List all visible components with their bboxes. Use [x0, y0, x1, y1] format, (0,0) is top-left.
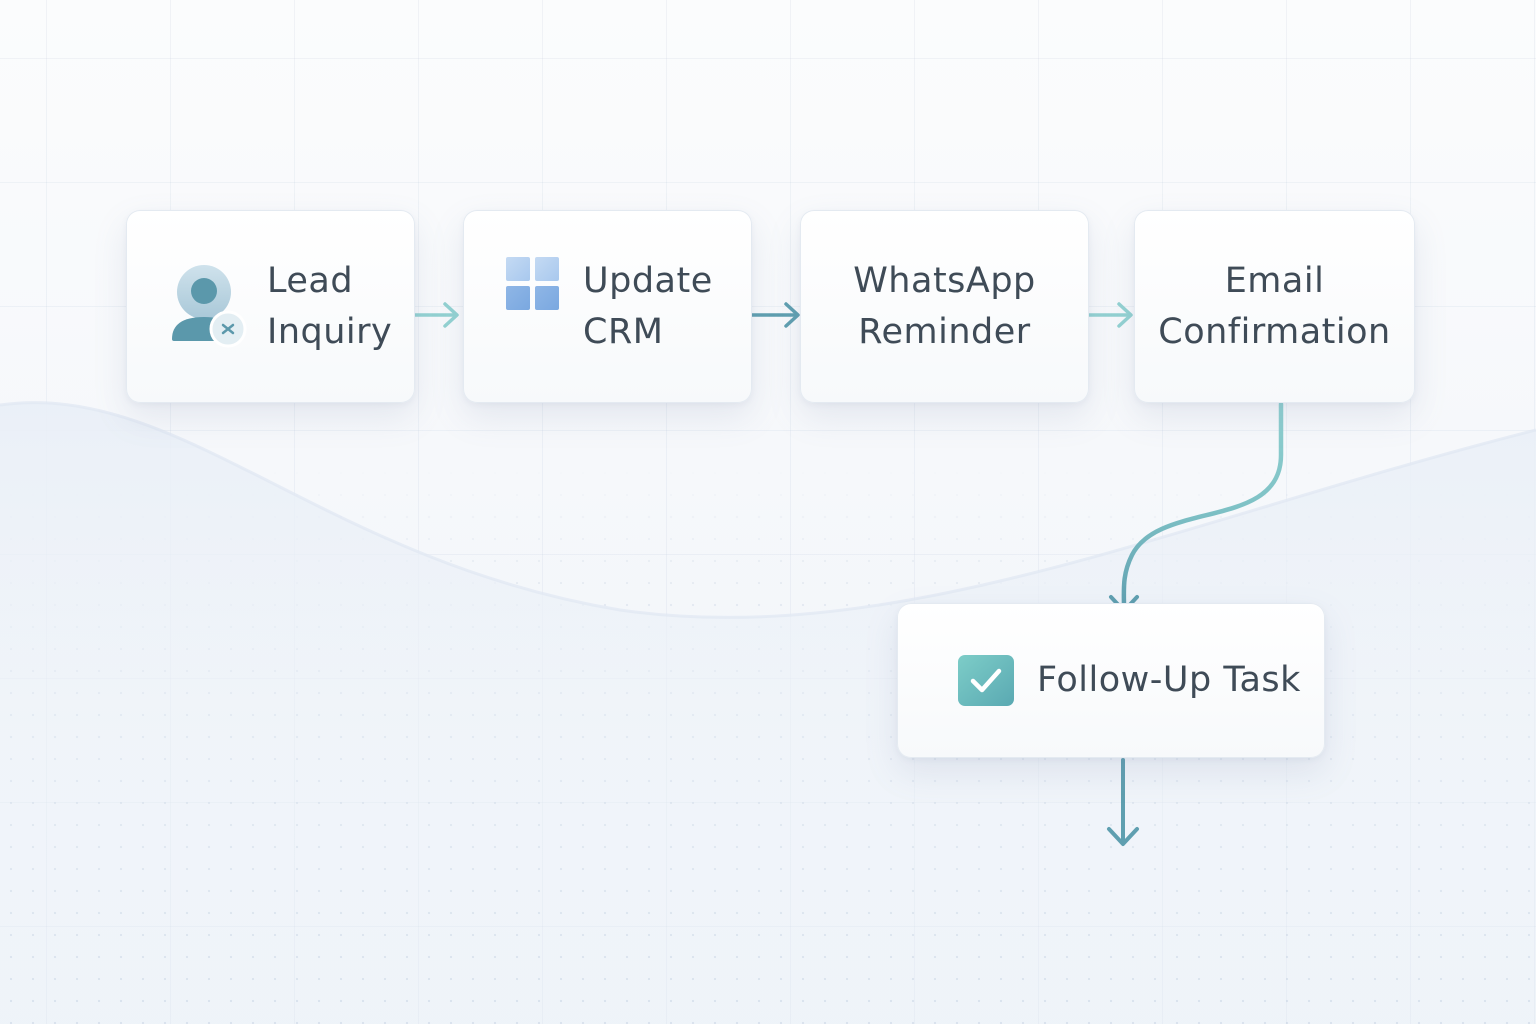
node-label: WhatsApp Reminder — [853, 256, 1036, 358]
checkbox-icon — [957, 654, 1015, 707]
node-whatsapp-reminder[interactable]: WhatsApp Reminder — [800, 210, 1089, 403]
node-update-crm[interactable]: Update CRM — [463, 210, 752, 403]
label-line: Lead — [267, 260, 354, 301]
label-line: Inquiry — [267, 311, 393, 352]
label-line: WhatsApp — [853, 260, 1036, 301]
node-lead-inquiry[interactable]: Lead Inquiry — [126, 210, 415, 403]
label-line: Reminder — [858, 311, 1031, 352]
node-label: Follow-Up Task — [1037, 655, 1301, 706]
label-line: CRM — [583, 311, 664, 352]
node-follow-up-task[interactable]: Follow-Up Task — [897, 603, 1325, 758]
node-label: Email Confirmation — [1158, 256, 1390, 358]
label-line: Confirmation — [1158, 311, 1391, 352]
label-line: Update — [583, 260, 713, 301]
node-email-confirmation[interactable]: Email Confirmation — [1134, 210, 1415, 403]
grid-icon — [505, 256, 561, 312]
node-label: Lead Inquiry — [267, 256, 392, 358]
label-line: Follow-Up Task — [1037, 660, 1301, 700]
person-icon — [170, 264, 250, 349]
label-line: Email — [1224, 260, 1325, 301]
node-label: Update CRM — [583, 256, 713, 358]
